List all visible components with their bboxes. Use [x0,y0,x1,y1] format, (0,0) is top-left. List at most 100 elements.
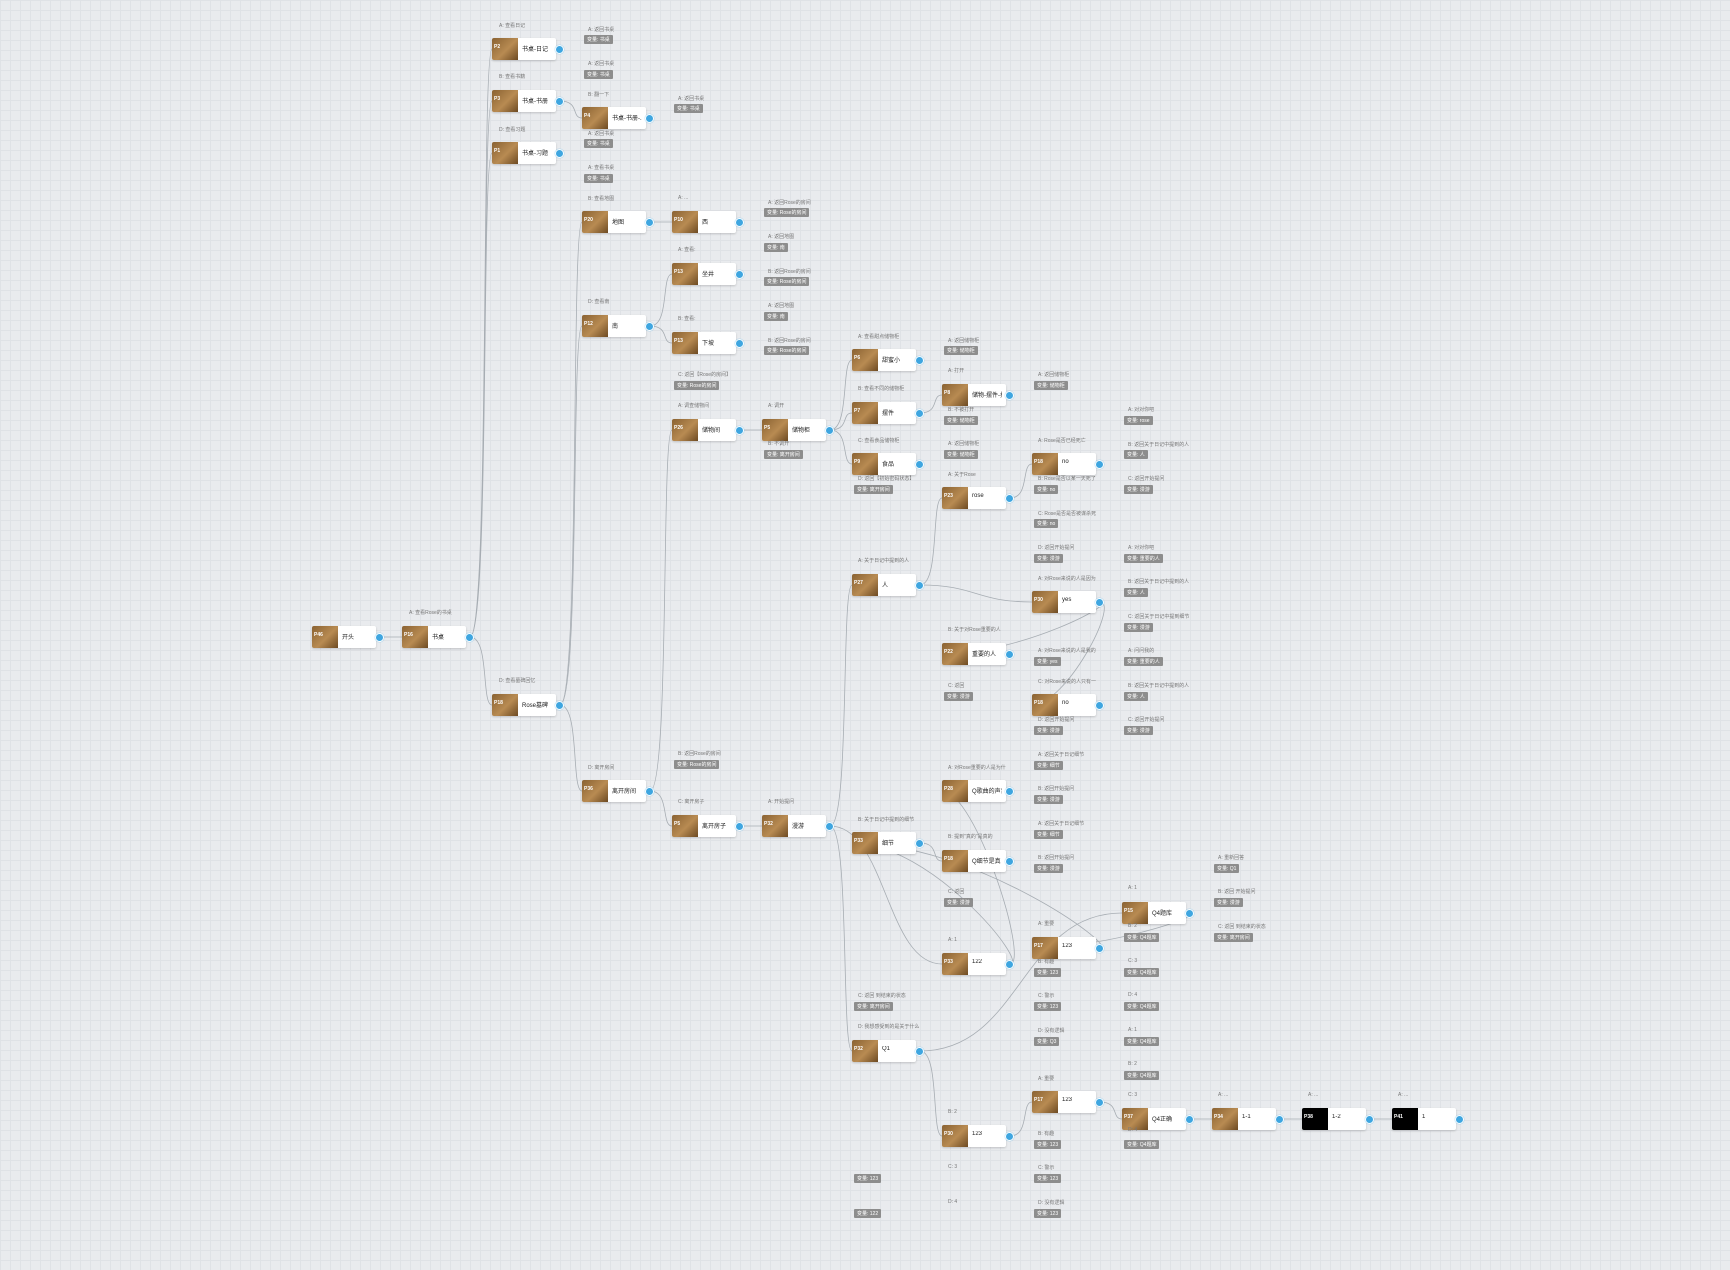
node-label: yes [1062,597,1072,603]
output-port-icon[interactable] [645,114,654,123]
output-port-icon[interactable] [555,701,564,710]
variable-tag: 变量: Q4题库 [1124,933,1160,942]
output-port-icon[interactable] [1005,960,1014,969]
output-port-icon[interactable] [1275,1115,1284,1124]
choice-label: A: 关于Rose [948,472,976,478]
variable-tag: 变量: 漫游 [1034,795,1063,804]
output-port-icon[interactable] [555,97,564,106]
node-thumbnail: P10 [672,211,698,233]
output-port-icon[interactable] [465,633,474,642]
output-port-icon[interactable] [735,218,744,227]
node-thumbnail: P3 [492,90,518,112]
node-label: 地图 [612,220,625,226]
output-port-icon[interactable] [645,322,654,331]
output-port-icon[interactable] [1005,391,1014,400]
variable-tag: 变量: Q4题库 [1124,968,1160,977]
output-port-icon[interactable] [915,839,924,848]
output-port-icon[interactable] [645,787,654,796]
output-port-icon[interactable] [1095,944,1104,953]
output-port-icon[interactable] [1005,857,1014,866]
variable-tag: 变量: 人 [1124,588,1148,597]
output-port-icon[interactable] [915,460,924,469]
node-label: 食品 [882,462,895,468]
output-port-icon[interactable] [1455,1115,1464,1124]
output-port-icon[interactable] [915,356,924,365]
output-port-icon[interactable] [555,149,564,158]
output-port-icon[interactable] [555,45,564,54]
output-port-icon[interactable] [1185,909,1194,918]
node-id: P32 [764,821,773,827]
output-port-icon[interactable] [735,339,744,348]
output-port-icon[interactable] [735,270,744,279]
output-port-icon[interactable] [915,1047,924,1056]
output-port-icon[interactable] [1095,460,1104,469]
node-label: Q4正确 [1152,1117,1173,1123]
edge-connector [469,152,493,638]
choice-label: B: 返回 开始提问 [1218,889,1256,895]
variable-tag: 变量: 重要的人 [1124,554,1163,563]
output-port-icon[interactable] [735,426,744,435]
output-port-icon[interactable] [645,218,654,227]
output-port-icon[interactable] [735,822,744,831]
output-port-icon[interactable] [1005,650,1014,659]
output-port-icon[interactable] [1095,598,1104,607]
output-port-icon[interactable] [1095,701,1104,710]
output-port-icon[interactable] [1005,494,1014,503]
output-port-icon[interactable] [1095,1098,1104,1107]
output-port-icon[interactable] [1005,787,1014,796]
output-port-icon[interactable] [825,822,834,831]
output-port-icon[interactable] [1185,1115,1194,1124]
output-port-icon[interactable] [915,581,924,590]
choice-label: B: 2 [1128,923,1137,929]
choice-label: C: 警示 [1038,993,1055,999]
output-port-icon[interactable] [1365,1115,1374,1124]
story-node[interactable]: P28Q歌曲的声音 [942,780,1006,802]
output-port-icon[interactable] [1005,1132,1014,1141]
output-port-icon[interactable] [825,426,834,435]
edge-connector [1099,1101,1123,1120]
variable-tag: 变量: Rose的房间 [764,208,810,217]
output-port-icon[interactable] [915,409,924,418]
output-port-icon[interactable] [375,633,384,642]
